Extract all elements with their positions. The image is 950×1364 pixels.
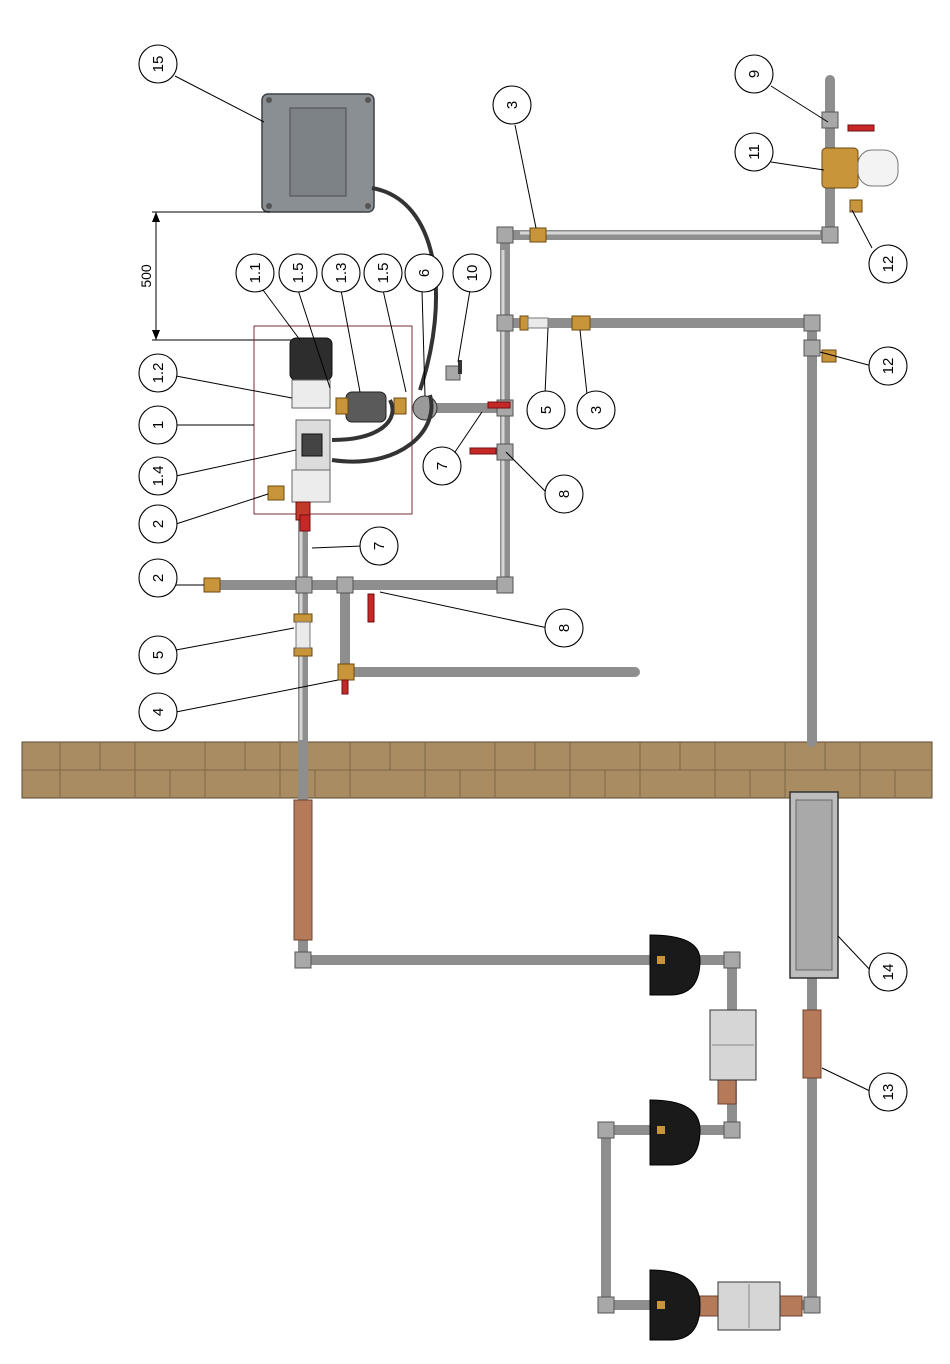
svg-text:12: 12 (880, 358, 897, 375)
svg-text:7: 7 (434, 462, 451, 470)
svg-text:2: 2 (150, 520, 167, 528)
callout-8: 8 (545, 475, 583, 513)
manifold-body (290, 338, 332, 520)
svg-text:14: 14 (880, 964, 897, 981)
svg-text:13: 13 (880, 1084, 897, 1101)
callout-1-3: 1.3 (322, 254, 360, 292)
callout-1-5: 1.5 (279, 254, 317, 292)
svg-text:5: 5 (150, 651, 167, 659)
svg-text:1.1: 1.1 (247, 263, 264, 284)
control-panel (262, 94, 374, 212)
callout-1: 1 (139, 406, 177, 444)
callout-2: 2 (139, 559, 177, 597)
callout-1-1: 1.1 (236, 254, 274, 292)
svg-text:5: 5 (538, 406, 555, 414)
callout-11: 11 (735, 133, 773, 171)
callout-12: 12 (869, 245, 907, 283)
svg-text:1.2: 1.2 (150, 363, 167, 384)
pump-11 (822, 148, 898, 188)
dimension-value: 500 (138, 264, 154, 288)
svg-text:15: 15 (150, 56, 167, 73)
callout-15: 15 (139, 45, 177, 83)
svg-text:12: 12 (880, 256, 897, 273)
svg-text:10: 10 (464, 265, 481, 282)
svg-text:1.5: 1.5 (290, 263, 307, 284)
tank-14 (790, 792, 838, 978)
svg-text:1.3: 1.3 (333, 263, 350, 284)
valve-10 (446, 360, 462, 380)
callout-5: 5 (527, 391, 565, 429)
svg-text:8: 8 (556, 624, 573, 632)
wall (22, 742, 932, 798)
callout-8: 8 (545, 609, 583, 647)
heat-exchanger-top (710, 1010, 756, 1080)
dimension-500: 500 (138, 212, 300, 340)
svg-text:2: 2 (150, 574, 167, 582)
svg-text:1.4: 1.4 (150, 466, 167, 487)
circulator-pump (336, 392, 437, 422)
svg-text:1.5: 1.5 (375, 263, 392, 284)
callout-1-2: 1.2 (139, 354, 177, 392)
svg-text:6: 6 (416, 269, 433, 277)
collector-units (650, 935, 700, 1340)
callout-7: 7 (360, 527, 398, 565)
svg-text:8: 8 (556, 490, 573, 498)
svg-text:7: 7 (371, 542, 388, 550)
callout-7: 7 (423, 447, 461, 485)
callout-4: 4 (139, 693, 177, 731)
callout-1-4: 1.4 (139, 457, 177, 495)
callout-2: 2 (139, 505, 177, 543)
svg-text:3: 3 (588, 406, 605, 414)
svg-text:11: 11 (746, 144, 763, 160)
callout-6: 6 (405, 254, 443, 292)
callout-10: 10 (453, 254, 491, 292)
callout-14: 14 (869, 953, 907, 991)
svg-text:9: 9 (746, 70, 763, 78)
callout-3: 3 (493, 86, 531, 124)
callout-13: 13 (869, 1073, 907, 1111)
svg-text:4: 4 (150, 708, 167, 716)
callout-3: 3 (577, 391, 615, 429)
callout-5: 5 (139, 636, 177, 674)
callout-1-5: 1.5 (364, 254, 402, 292)
svg-text:3: 3 (504, 101, 521, 109)
callout-9: 9 (735, 55, 773, 93)
pipe-fittings (295, 112, 838, 1313)
callout-12: 12 (869, 347, 907, 385)
heat-exchanger-bottom (718, 1282, 780, 1330)
svg-text:1: 1 (150, 421, 167, 429)
